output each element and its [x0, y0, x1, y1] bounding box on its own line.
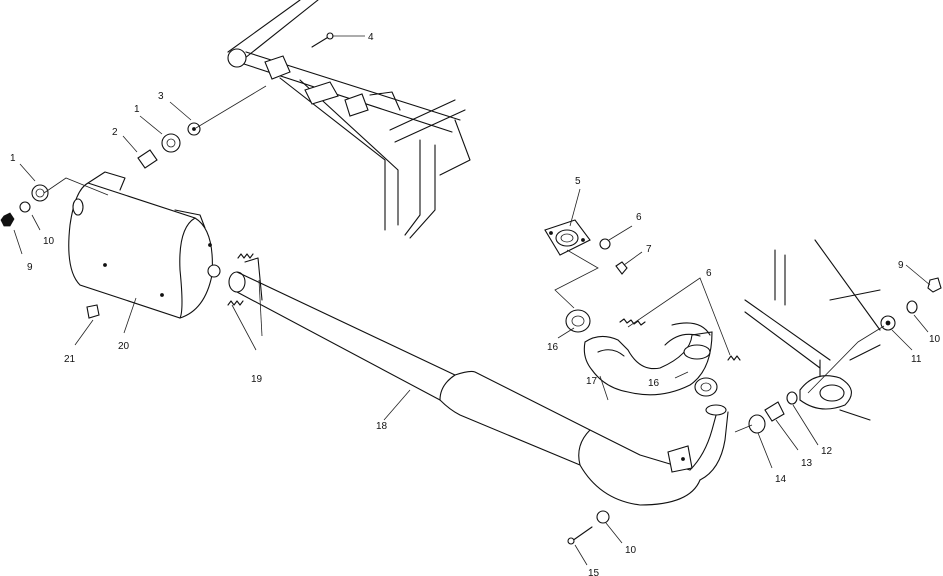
callout-7: 7 [646, 244, 652, 255]
callout-12: 12 [821, 446, 833, 457]
callout-1-left: 1 [10, 153, 16, 164]
callout-2: 2 [112, 127, 118, 138]
callout-17: 17 [586, 376, 598, 387]
springs [227, 253, 741, 361]
callout-13: 13 [801, 458, 813, 469]
callout-6-spring: 6 [706, 268, 712, 279]
hardware [0, 32, 942, 545]
frame-upper [227, 0, 471, 239]
flange [544, 219, 591, 256]
muffler [68, 171, 221, 319]
callout-labels: 1 1 2 3 4 5 6 6 7 9 9 10 10 10 11 12 13 … [10, 32, 941, 576]
callout-10-right: 10 [929, 334, 941, 345]
callout-16-left: 16 [547, 342, 559, 353]
frame-right [744, 239, 881, 421]
callout-21: 21 [64, 354, 76, 365]
callout-20: 20 [118, 341, 130, 352]
seals [565, 309, 718, 397]
callout-5: 5 [575, 176, 581, 187]
callout-14: 14 [775, 474, 787, 485]
callout-11: 11 [911, 354, 922, 365]
callout-18: 18 [376, 421, 388, 432]
callout-16-right: 16 [648, 378, 660, 389]
callout-19: 19 [251, 374, 263, 385]
callout-10-left: 10 [43, 236, 55, 247]
callout-15: 15 [588, 568, 600, 576]
exhaust-pipe [228, 257, 729, 506]
leader-lines [13, 35, 931, 566]
callout-6-washer: 6 [636, 212, 642, 223]
callout-9-left: 9 [27, 262, 33, 273]
callout-1-upper: 1 [134, 104, 140, 115]
callout-10-bottom: 10 [625, 545, 637, 556]
callout-3: 3 [158, 91, 164, 102]
manifold-pipe [583, 322, 713, 396]
callout-4: 4 [368, 32, 374, 43]
callout-9-right: 9 [898, 260, 904, 271]
